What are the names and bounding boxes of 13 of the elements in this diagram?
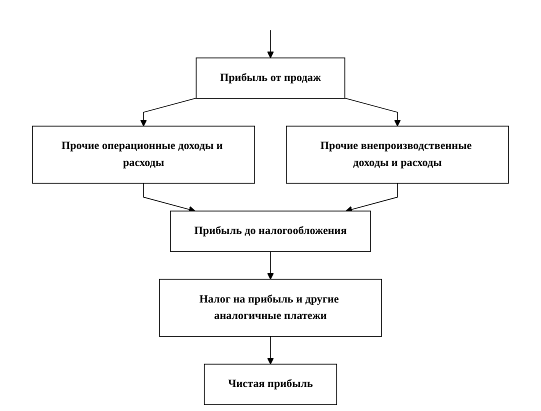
arrow — [143, 182, 196, 213]
node-box: Чистая прибыль — [204, 364, 338, 406]
arrow — [344, 98, 401, 126]
node-box: Налог на прибыль и другие аналогичные платежи — [159, 278, 382, 337]
arrow — [267, 30, 274, 58]
node-box: Прочие операционные доходы и расходы — [32, 126, 256, 184]
arrow — [267, 251, 274, 280]
arrow — [345, 182, 398, 213]
arrow — [140, 98, 197, 126]
arrow — [267, 336, 274, 364]
node-box: Прибыль до налогообложения — [170, 210, 371, 252]
node-box: Прочие внепроизводственные доходы и расходы — [286, 126, 509, 184]
node-box: Прибыль от продаж — [196, 58, 346, 99]
